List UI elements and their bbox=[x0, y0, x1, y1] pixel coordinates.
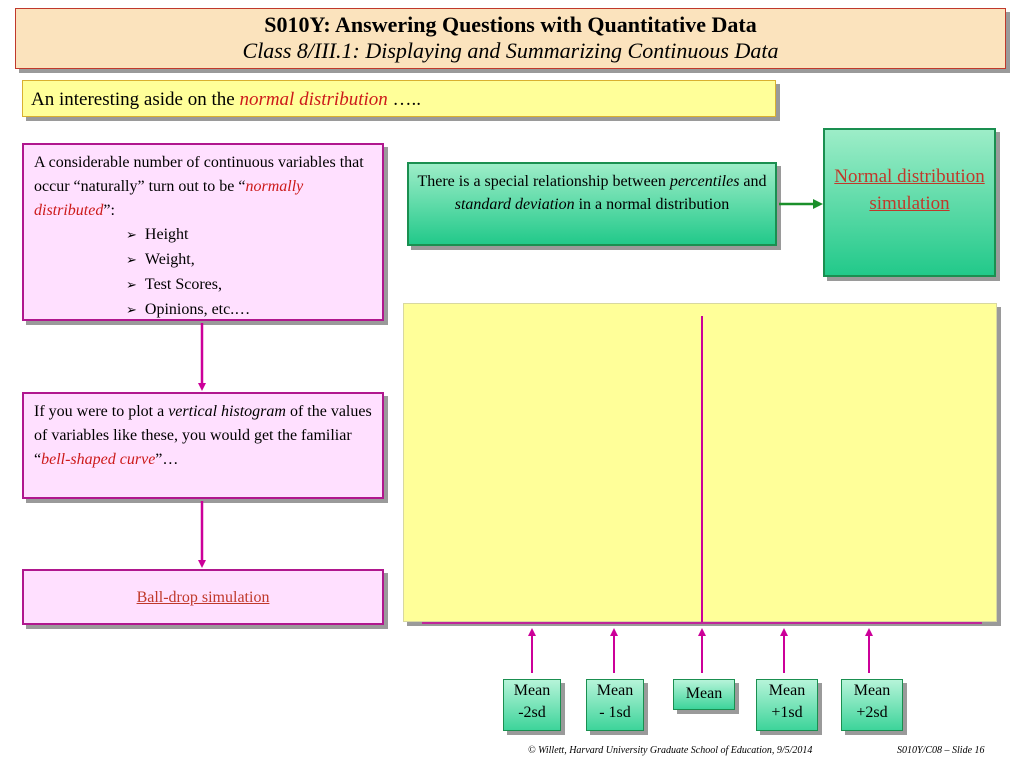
ball-drop-box: Ball-drop simulation bbox=[22, 569, 384, 625]
normal-simulation-link[interactable]: Normal distribution simulation bbox=[834, 166, 985, 214]
list-item: Opinions, etc.… bbox=[126, 298, 372, 323]
marker-mean-minus-1sd: Mean - 1sd bbox=[586, 679, 644, 731]
list-item: Weight, bbox=[126, 248, 372, 273]
hist-text-c: ”… bbox=[155, 451, 179, 468]
intro-text-a: A considerable number of continuous vari… bbox=[34, 154, 364, 195]
marker-mean-plus-1sd: Mean +1sd bbox=[756, 679, 818, 731]
list-item: Height bbox=[126, 223, 372, 248]
marker-label-line: Mean bbox=[596, 682, 634, 699]
title-subtitle: Class 8/III.1: Displaying and Summarizin… bbox=[242, 38, 779, 63]
marker-label-line: - 1sd bbox=[599, 704, 631, 721]
marker-label-line: +1sd bbox=[771, 704, 803, 721]
hist-emphasis-1: vertical histogram bbox=[168, 403, 286, 420]
list-item: Test Scores, bbox=[126, 273, 372, 298]
hist-emphasis-2: bell-shaped curve bbox=[41, 451, 156, 468]
plot-area bbox=[403, 303, 997, 622]
title-main: S010Y: Answering Questions with Quantita… bbox=[264, 12, 757, 37]
marker-mean-plus-2sd: Mean +2sd bbox=[841, 679, 903, 731]
marker-label-line: Mean bbox=[685, 685, 723, 702]
footer-slide-number: S010Y/C08 – Slide 16 bbox=[897, 745, 985, 756]
marker-label-line: -2sd bbox=[518, 704, 546, 721]
rel-emphasis-1: percentiles bbox=[669, 173, 740, 190]
hist-text-a: If you were to plot a bbox=[34, 403, 169, 420]
simulation-box: Normal distribution simulation bbox=[823, 128, 996, 277]
relationship-box: There is a special relationship between … bbox=[407, 162, 777, 246]
hist-text-b: of the values of variables like these, y… bbox=[34, 403, 372, 468]
rel-text-c: in a normal distribution bbox=[574, 196, 730, 213]
histogram-box: If you were to plot a vertical histogram… bbox=[22, 392, 384, 499]
marker-mean-minus-2sd: Mean -2sd bbox=[503, 679, 561, 731]
footer-credit: © Willett, Harvard University Graduate S… bbox=[528, 745, 813, 756]
ball-drop-link[interactable]: Ball-drop simulation bbox=[136, 589, 270, 606]
marker-label-line: +2sd bbox=[856, 704, 888, 721]
intro-emphasis: normally distributed bbox=[34, 178, 304, 219]
rel-text-a: There is a special relationship between bbox=[417, 173, 670, 190]
rel-emphasis-2: standard deviation bbox=[454, 196, 575, 213]
intro-text: A considerable number of continuous vari… bbox=[34, 151, 372, 223]
aside-suffix: ….. bbox=[387, 89, 422, 110]
slide-title: S010Y: Answering Questions with Quantita… bbox=[15, 8, 1006, 69]
aside-emphasis: normal distribution bbox=[239, 89, 388, 110]
example-list: Height Weight, Test Scores, Opinions, et… bbox=[34, 223, 372, 323]
aside-banner: An interesting aside on the normal distr… bbox=[22, 80, 776, 117]
intro-text-b: ”: bbox=[103, 202, 115, 219]
aside-prefix: An interesting aside on the bbox=[31, 89, 240, 110]
rel-text-b: and bbox=[739, 173, 767, 190]
marker-mean: Mean bbox=[673, 679, 735, 710]
marker-label-line: Mean bbox=[853, 682, 891, 699]
marker-label-line: Mean bbox=[768, 682, 806, 699]
marker-label-line: Mean bbox=[513, 682, 551, 699]
intro-box: A considerable number of continuous vari… bbox=[22, 143, 384, 321]
